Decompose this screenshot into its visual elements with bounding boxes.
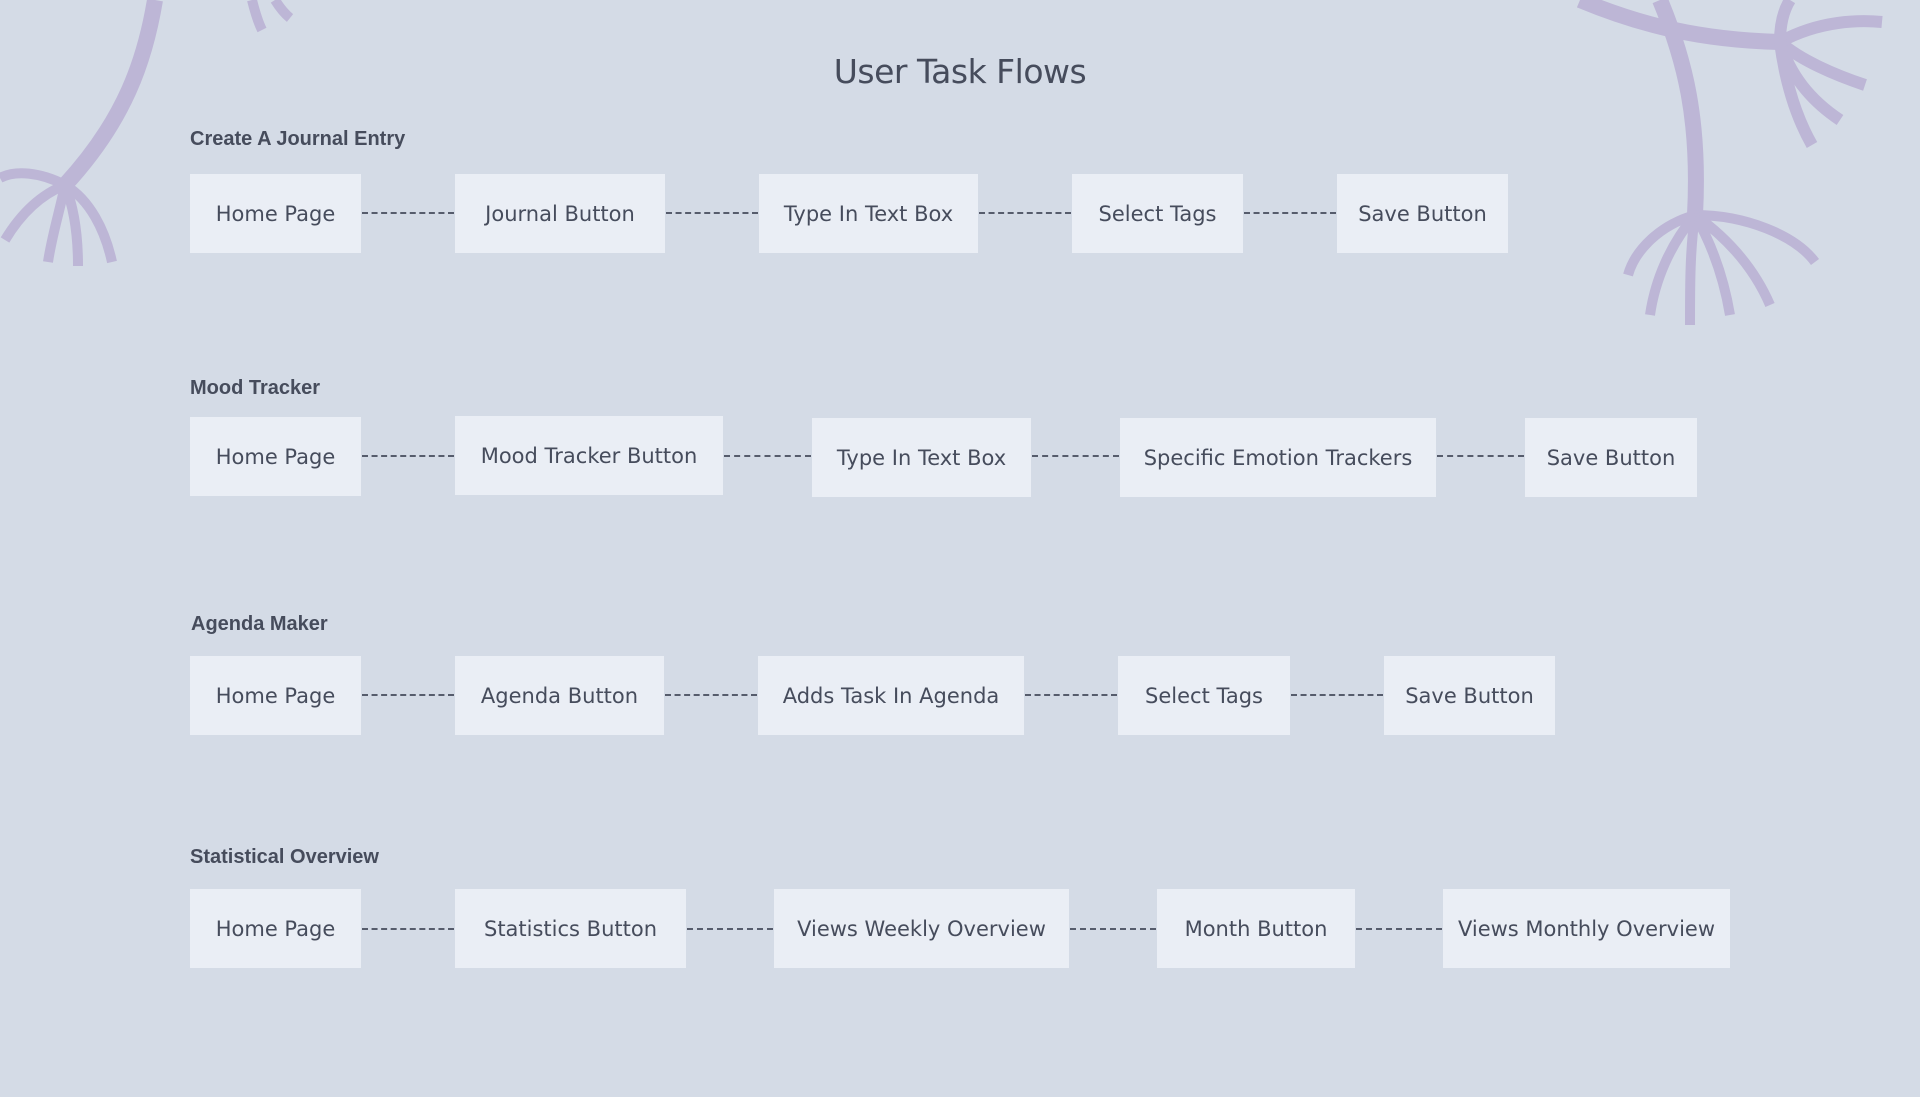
flow-connector — [1032, 455, 1119, 457]
flow-step-type-in-text-box: Type In Text Box — [759, 174, 978, 253]
flow-step-home-page: Home Page — [190, 656, 361, 735]
flow-connector — [724, 455, 811, 457]
flow-step-journal-button: Journal Button — [455, 174, 665, 253]
flow-connector — [362, 928, 454, 930]
flow-connector — [665, 694, 757, 696]
flow-step-month-button: Month Button — [1157, 889, 1355, 968]
flow-step-views-monthly-overview: Views Monthly Overview — [1443, 889, 1730, 968]
flow-step-specific-emotion-trackers: Specific Emotion Trackers — [1120, 418, 1436, 497]
flow-connector — [1025, 694, 1117, 696]
branch-decoration-left — [0, 0, 294, 267]
page-title: User Task Flows — [833, 52, 1087, 91]
flow-step-select-tags: Select Tags — [1072, 174, 1243, 253]
flow-label-statistical-overview: Statistical Overview — [190, 846, 379, 868]
flow-connector — [1356, 928, 1442, 930]
flow-step-save-button: Save Button — [1384, 656, 1555, 735]
flow-step-views-weekly-overview: Views Weekly Overview — [774, 889, 1069, 968]
flow-connector — [666, 212, 758, 214]
flow-connector — [1244, 212, 1336, 214]
flow-connector — [1070, 928, 1156, 930]
flow-connector — [362, 455, 454, 457]
flow-step-adds-task-in-agenda: Adds Task In Agenda — [758, 656, 1024, 735]
flow-step-home-page: Home Page — [190, 174, 361, 253]
flow-label-agenda-maker: Agenda Maker — [191, 613, 328, 635]
flow-connector — [687, 928, 773, 930]
flow-step-home-page: Home Page — [190, 889, 361, 968]
flow-connector — [979, 212, 1071, 214]
flow-step-statistics-button: Statistics Button — [455, 889, 686, 968]
flow-step-save-button: Save Button — [1525, 418, 1697, 497]
flow-connector — [362, 212, 454, 214]
flow-label-journal: Create A Journal Entry — [190, 128, 406, 150]
flow-step-home-page: Home Page — [190, 417, 361, 496]
flow-step-save-button: Save Button — [1337, 174, 1508, 253]
flow-step-select-tags: Select Tags — [1118, 656, 1290, 735]
flow-connector — [1437, 455, 1524, 457]
flow-step-mood-tracker-button: Mood Tracker Button — [455, 416, 723, 495]
flow-step-type-in-text-box: Type In Text Box — [812, 418, 1031, 497]
flow-step-agenda-button: Agenda Button — [455, 656, 664, 735]
flow-connector — [362, 694, 454, 696]
flow-connector — [1291, 694, 1383, 696]
flow-label-mood-tracker: Mood Tracker — [190, 377, 321, 399]
